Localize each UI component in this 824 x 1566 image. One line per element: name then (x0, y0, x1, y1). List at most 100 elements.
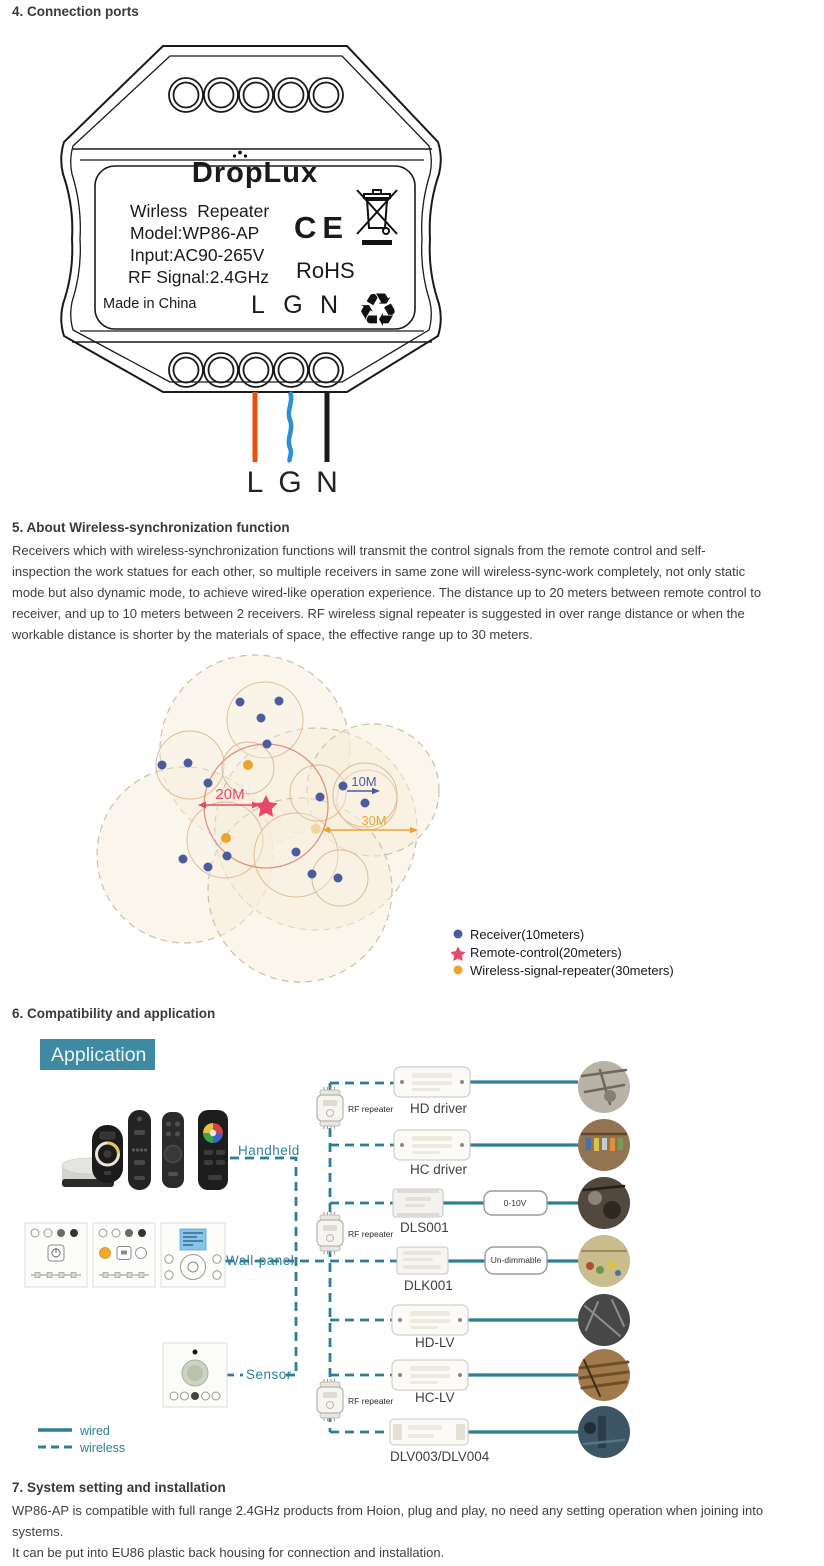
rf-repeaters: RF repeater RF repeater RF repeater (316, 1086, 394, 1422)
application-diagram: Application 0-10V (24, 1039, 630, 1464)
photo-wood-ceiling (578, 1349, 630, 1401)
legend-receiver-label: Receiver(10meters) (470, 927, 584, 942)
top-wire-holes (168, 77, 344, 113)
receiver-dots (157, 696, 370, 883)
hd-lv-device (391, 1304, 469, 1336)
section5-paragraph: Receivers which with wireless-synchroniz… (12, 543, 762, 642)
hc-driver-device (393, 1129, 471, 1161)
wire-label-g: G (278, 466, 301, 499)
section5-heading: 5. About Wireless-synchronization functi… (12, 520, 290, 535)
logo-lamp-dots-icon (232, 150, 248, 158)
recycle-icon: ♻ (357, 283, 398, 337)
ground-wire (286, 391, 294, 464)
handheld-label: Handheld (238, 1143, 300, 1158)
driver-labels: HD driver HC driver DLS001 DLK001 HD-LV … (390, 1101, 490, 1464)
wired-links (443, 1080, 578, 1434)
source-labels: Handheld Wall-panel Sensor (226, 1143, 300, 1382)
application-banner: Application (40, 1039, 155, 1070)
weee-bin-icon (356, 189, 398, 245)
arrow-30m: 30M (322, 813, 418, 834)
terminal-g: G (283, 291, 302, 319)
repeater-casing-outline (60, 45, 442, 393)
label-20m: 20M (215, 786, 244, 803)
repeater-dot-light (311, 824, 321, 834)
hc-lv-label: HC-LV (415, 1390, 455, 1405)
handheld-bus (230, 1156, 298, 1375)
wall-panels (24, 1222, 226, 1288)
wires (252, 391, 330, 464)
photo-track-lighting (578, 1061, 630, 1113)
signal-box-0-10v: 0-10V (504, 1198, 527, 1208)
dlv-label: DLV003/DLV004 (390, 1449, 490, 1464)
label-10m: 10M (351, 774, 376, 789)
wire-label-n: N (316, 466, 338, 499)
rohs-mark: RoHS (296, 258, 355, 283)
product-name: Wirless Repeater (130, 201, 269, 221)
hc-lv-device (391, 1359, 469, 1391)
link-legend: wired wireless (38, 1424, 125, 1455)
application-banner-label: Application (51, 1044, 146, 1066)
signal-boxes: 0-10V Un-dimmable (483, 1190, 548, 1275)
connection-ports-figure: DropLux Wirless Repeater Model:WP86-AP I… (60, 45, 442, 499)
range-legend: Receiver(10meters) Remote-control(20mete… (450, 927, 674, 978)
photo-shop-interior (578, 1177, 630, 1229)
legend-remote-label: Remote-control(20meters) (470, 945, 622, 960)
wire-label-l: L (247, 466, 264, 499)
label-30m: 30M (361, 813, 386, 828)
push-button-remote (128, 1110, 151, 1190)
arrow-10m: 10M (347, 774, 380, 795)
arrow-20m: 20M (198, 786, 260, 809)
legend-receiver-dot (453, 929, 463, 939)
legend-wired-label: wired (79, 1424, 110, 1438)
photo-industrial (578, 1294, 630, 1346)
hd-driver-device (393, 1066, 471, 1098)
wall-panel-2 (92, 1222, 156, 1288)
photo-retail-lighting (578, 1235, 630, 1287)
sensor-label: Sensor (246, 1367, 292, 1382)
hd-lv-label: HD-LV (415, 1335, 455, 1350)
section7-paragraph: WP86-AP is compatible with full range 2.… (12, 1503, 764, 1560)
legend-star-icon (450, 946, 466, 961)
rf-repeater-icon (316, 1211, 344, 1255)
brand-logo: DropLux (192, 157, 318, 189)
hc-driver-label: HC driver (410, 1162, 468, 1177)
wireless-links (225, 1081, 397, 1434)
dlv-device (389, 1418, 469, 1446)
dls001-device (392, 1188, 444, 1218)
section7-heading: 7. System setting and installation (12, 1480, 226, 1495)
wall-panel-label: Wall-panel (226, 1253, 294, 1268)
photo-clothing-store (578, 1119, 630, 1171)
model-number: Model:WP86-AP (130, 223, 259, 243)
application-photos (578, 1061, 630, 1458)
rf-repeater-label: RF repeater (348, 1396, 394, 1406)
rf-signal: RF Signal:2.4GHz (128, 267, 269, 287)
dial-remote (162, 1112, 184, 1188)
legend-repeater-label: Wireless-signal-repeater(30meters) (470, 963, 674, 978)
device-label: DropLux Wirless Repeater Model:WP86-AP I… (103, 150, 399, 337)
rf-repeater-label: RF repeater (348, 1229, 394, 1239)
rgb-remote (198, 1110, 228, 1190)
dlk001-device (396, 1246, 449, 1275)
input-rating: Input:AC90-265V (130, 245, 265, 265)
wireless-range-diagram: 20M 10M 30M Receiver(10meters) Remote-co… (96, 654, 674, 983)
repeater-dots (221, 760, 253, 843)
signal-box-undimmable: Un-dimmable (491, 1255, 542, 1265)
dlk001-label: DLK001 (404, 1278, 453, 1293)
rf-repeater-icon (316, 1086, 344, 1130)
bottom-wire-holes (168, 352, 344, 388)
wire-labels: L G N (247, 466, 338, 499)
rf-repeater-label: RF repeater (348, 1104, 394, 1114)
oval-touch-remote (92, 1125, 123, 1183)
handheld-remotes (61, 1110, 228, 1190)
section6-heading: 6. Compatibility and application (12, 1006, 216, 1021)
remote-star-icon (254, 795, 278, 817)
ce-mark-icon: CE (294, 210, 349, 245)
rf-repeater-icon (316, 1378, 344, 1422)
terminal-l: L (251, 291, 265, 319)
made-in-label: Made in China (103, 296, 197, 312)
photo-industrial-blue (578, 1406, 630, 1458)
legend-wireless-label: wireless (79, 1441, 125, 1455)
dls001-label: DLS001 (400, 1220, 449, 1235)
driver-devices (389, 1066, 471, 1446)
terminal-n: N (320, 291, 338, 319)
